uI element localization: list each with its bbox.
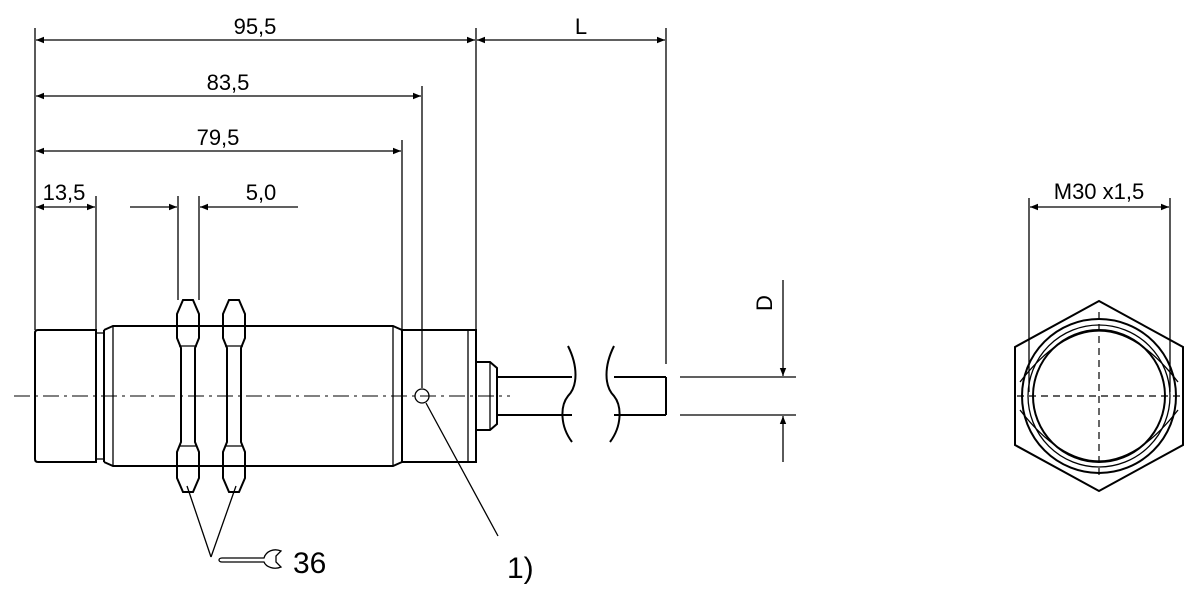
dim-length-to-marker: 83,5 [207,70,250,95]
lock-nut-right [222,299,246,493]
wrench-size: 36 [293,547,326,580]
dim-overall-length: 95,5 [234,14,277,39]
hex-nut-outline [1014,299,1184,493]
extension-lines [34,28,667,388]
dim-cable-diameter: D [752,295,777,311]
cable [497,345,667,443]
dim-nut-thickness: 5,0 [246,180,277,205]
dim-front-length: 13,5 [43,180,86,205]
lock-nut-left [176,299,200,493]
cable-diameter-dimension: D [680,280,796,462]
dimension-lines [36,36,665,211]
dim-thread-length: 79,5 [197,125,240,150]
end-view: M30 x1,5 [1014,179,1184,493]
wrench-callout: 36 [186,485,326,580]
side-view: 95,5 L 83,5 79,5 13,5 5,0 [14,14,796,585]
note-marker: 1) [507,552,534,585]
wrench-icon [218,549,283,569]
note-leader [425,402,499,537]
dim-cable-length: L [575,14,587,39]
dim-thread-size: M30 x1,5 [1054,179,1145,204]
